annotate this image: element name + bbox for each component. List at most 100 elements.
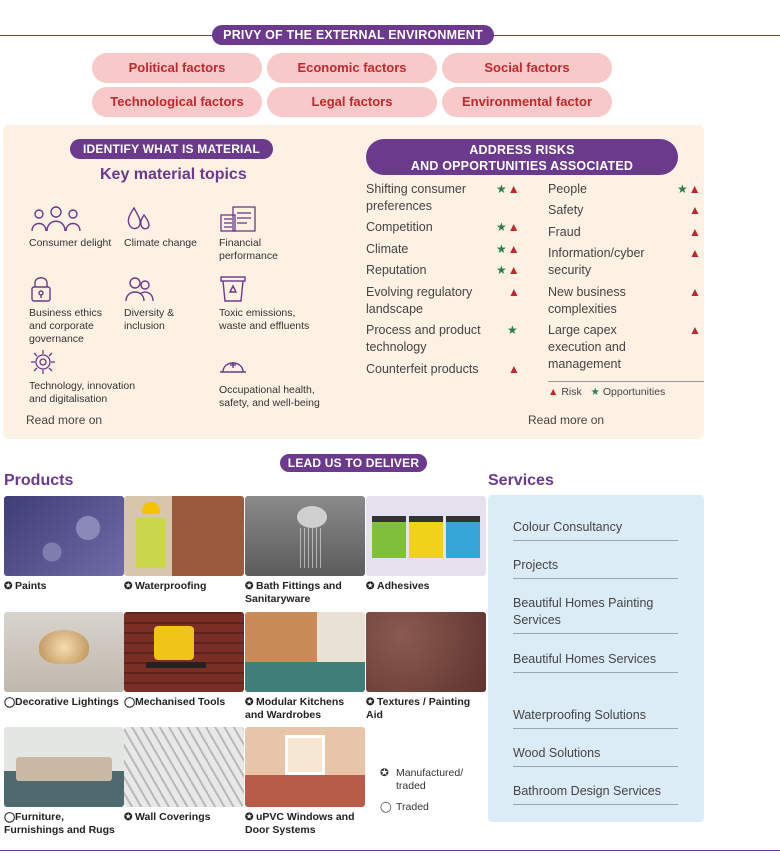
textures-image: [366, 612, 486, 692]
marks-large-capex: ▲: [689, 323, 702, 337]
marks-cyber: ▲: [689, 246, 702, 260]
product-paints: ✪Paints: [4, 580, 47, 592]
factor-legal: Legal factors: [267, 87, 437, 117]
manufactured-icon: ✪: [245, 812, 254, 823]
deliver-title: LEAD US TO DELIVER: [280, 454, 427, 472]
opportunity-star-icon: ★: [590, 386, 600, 398]
mechanised-tools-image: [124, 612, 244, 692]
marks-new-business: ▲: [689, 285, 702, 299]
traded-icon: ◯: [380, 801, 392, 813]
marks-process-technology: ★: [507, 323, 519, 337]
product-bath-fittings: ✪Bath Fittings and Sanitaryware: [245, 580, 342, 605]
service-waterproofing: Waterproofing Solutions: [513, 707, 678, 729]
risk-shifting-consumer: Shifting consumer preferences: [366, 182, 467, 213]
risk-climate: Climate: [366, 242, 409, 256]
product-modular-kitchens: ✪Modular Kitchens and Wardrobes: [245, 696, 345, 721]
people-icon: [31, 206, 81, 232]
factor-environmental: Environmental factor: [442, 87, 612, 117]
manufactured-icon: ✪: [124, 581, 133, 592]
service-beautiful-homes: Beautiful Homes Services: [513, 651, 678, 673]
drops-icon: [127, 206, 150, 230]
manufactured-icon: ✪: [380, 767, 389, 779]
marks-reputation: ★▲: [496, 263, 521, 277]
marks-counterfeit: ▲: [508, 362, 521, 376]
modular-kitchens-image: [245, 612, 365, 692]
risk-large-capex: Large capex execution and management: [548, 323, 626, 371]
traded-icon: ◯: [124, 697, 136, 708]
service-bathroom-design: Bathroom Design Services: [513, 783, 678, 805]
product-decorative-lightings: ◯Decorative Lightings: [4, 696, 119, 708]
risk-process-technology: Process and product technology: [366, 323, 481, 354]
material-read-more[interactable]: Read more on: [26, 413, 103, 427]
risk-counterfeit: Counterfeit products: [366, 362, 479, 376]
upvc-windows-image: [245, 727, 365, 807]
topic-diversity-inclusion: Diversity & inclusion: [124, 275, 209, 333]
manufactured-icon: ✪: [4, 581, 13, 592]
risks-read-more[interactable]: Read more on: [528, 413, 605, 427]
marks-fraud: ▲: [689, 225, 702, 239]
decorative-lightings-image: [4, 612, 124, 692]
marks-shifting-consumer: ★▲: [496, 182, 521, 196]
factor-technological: Technological factors: [92, 87, 262, 117]
wall-coverings-image: [124, 727, 244, 807]
traded-icon: ◯: [4, 697, 16, 708]
services-panel: [488, 495, 704, 822]
risk-people: People: [548, 182, 587, 196]
marks-regulatory: ▲: [508, 285, 521, 299]
manufactured-icon: ✪: [245, 581, 254, 592]
key-topics-heading: Key material topics: [100, 166, 247, 183]
service-projects: Projects: [513, 557, 678, 579]
product-furniture: ◯Furniture, Furnishings and Rugs: [4, 811, 115, 836]
adhesives-image: [366, 496, 486, 576]
products-heading: Products: [4, 472, 74, 489]
risk-legend: ▲ Risk ★ Opportunities: [548, 381, 704, 398]
product-waterproofing: ✪Waterproofing: [124, 580, 207, 592]
traded-icon: ◯: [4, 812, 16, 823]
chip-icon: [31, 350, 55, 374]
topic-financial-performance: Financial performance: [219, 205, 309, 263]
topic-consumer-delight: Consumer delight: [29, 205, 114, 250]
service-colour-consultancy: Colour Consultancy: [513, 519, 678, 541]
manufactured-icon: ✪: [124, 812, 133, 823]
key-traded: ◯Traded: [380, 801, 429, 813]
factor-political: Political factors: [92, 53, 262, 83]
risk-triangle-icon: ▲: [548, 386, 559, 398]
product-mechanised-tools: ◯Mechanised Tools: [124, 696, 226, 708]
external-title: PRIVY OF THE EXTERNAL ENVIRONMENT: [212, 25, 494, 45]
paints-image: [4, 496, 124, 576]
waterproofing-image: [124, 496, 244, 576]
helmet-icon: [220, 362, 246, 373]
services-heading: Services: [488, 472, 554, 489]
bath-fittings-image: [245, 496, 365, 576]
furniture-image: [4, 727, 124, 807]
risk-safety: Safety: [548, 203, 584, 217]
bin-icon: [220, 276, 246, 302]
finance-icon: [220, 206, 256, 232]
service-wood: Wood Solutions: [513, 745, 678, 767]
diversity-icon: [125, 277, 154, 302]
product-textures: ✪Textures / Painting Aid: [366, 696, 471, 721]
risk-reputation: Reputation: [366, 263, 427, 277]
risk-fraud: Fraud: [548, 225, 581, 239]
service-painting: Beautiful Homes Painting Services: [513, 595, 678, 634]
topic-technology: Technology, innovation and digitalisatio…: [29, 348, 154, 406]
topic-climate-change: Climate change: [124, 205, 204, 250]
material-title: IDENTIFY WHAT IS MATERIAL: [70, 139, 273, 159]
manufactured-icon: ✪: [245, 697, 254, 708]
lock-icon: [31, 277, 51, 302]
topic-toxic-emissions: Toxic emissions, waste and effluents: [219, 275, 314, 333]
product-upvc: ✪uPVC Windows and Door Systems: [245, 811, 355, 836]
product-adhesives: ✪Adhesives: [366, 580, 430, 592]
topic-occupational-health: Occupational health, safety, and well-be…: [219, 352, 339, 410]
risk-cyber: Information/cyber security: [548, 246, 645, 277]
factor-social: Social factors: [442, 53, 612, 83]
factor-economic: Economic factors: [267, 53, 437, 83]
product-wall-coverings: ✪Wall Coverings: [124, 811, 211, 823]
manufactured-icon: ✪: [366, 697, 375, 708]
risks-title: ADDRESS RISKS AND OPPORTUNITIES ASSOCIAT…: [366, 139, 678, 175]
topic-business-ethics: Business ethics and corporate governance: [29, 275, 119, 346]
key-manufactured: ✪Manufactured/ traded: [380, 767, 464, 792]
risk-new-business: New business complexities: [548, 285, 626, 316]
manufactured-icon: ✪: [366, 581, 375, 592]
marks-climate: ★▲: [496, 242, 521, 256]
